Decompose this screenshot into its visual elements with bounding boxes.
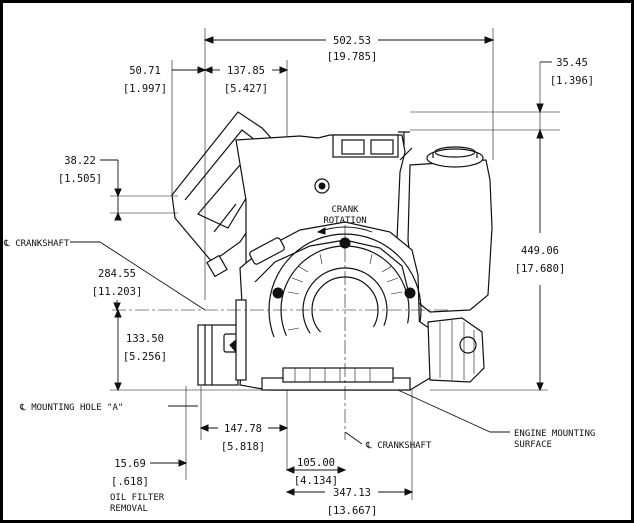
label-engine-mounting-2: SURFACE [514,440,552,450]
dim-top-right-in: [1.396] [550,75,594,87]
label-crank-rotation-2: ROTATION [323,216,366,226]
dim-mount-shaft-mm: 133.50 [126,333,164,345]
dim-overall-height-in: [17.680] [515,263,566,275]
label-oil-filter-1: OIL FILTER [110,493,165,503]
dim-overall-height-mm: 449.06 [521,245,559,257]
dimension-lines [70,28,560,500]
dim-top-right-mm: 35.45 [556,57,588,69]
label-crankshaft-left: ℄ CRANKSHAFT [3,239,70,249]
label-oil-filter-2: REMOVAL [110,504,148,514]
dim-crankshaft-height-in: [11.203] [92,286,143,298]
dimension-labels: 502.53 [19.785] 35.45 [1.396] 50.71 [1.9… [3,35,595,517]
dim-base-width-mm: 347.13 [333,487,371,499]
dim-filter-shaft-in: [5.427] [224,83,268,95]
dim-mount-shaft-in: [5.256] [123,351,167,363]
dim-overall-width-in: [19.785] [327,51,378,63]
dim-oil-filter-in: [.618] [111,476,149,488]
dim-hole-a-in: [5.818] [221,441,265,453]
label-crank-rotation-1: CRANK [331,205,359,215]
dim-top-left-in: [1.997] [123,83,167,95]
dim-filter-shaft-mm: 137.85 [227,65,265,77]
dim-base-width-in: [13.667] [327,505,378,517]
dim-shaft-hole-in: [4.134] [294,475,338,487]
label-mounting-hole: ℄ MOUNTING HOLE "A" [19,403,123,413]
dim-crankshaft-height-mm: 284.55 [98,268,136,280]
label-crankshaft-bottom: ℄ CRANKSHAFT [365,441,432,451]
dim-overall-width-mm: 502.53 [333,35,371,47]
dim-shaft-hole-mm: 105.00 [297,457,335,469]
dim-top-left-mm: 50.71 [129,65,161,77]
dim-air-cleaner-in: [1.505] [58,173,102,185]
dim-air-cleaner-mm: 38.22 [64,155,96,167]
label-engine-mounting-1: ENGINE MOUNTING [514,429,595,439]
dim-oil-filter-mm: 15.69 [114,458,146,470]
dim-hole-a-mm: 147.78 [224,423,262,435]
engine-outline [171,111,493,391]
